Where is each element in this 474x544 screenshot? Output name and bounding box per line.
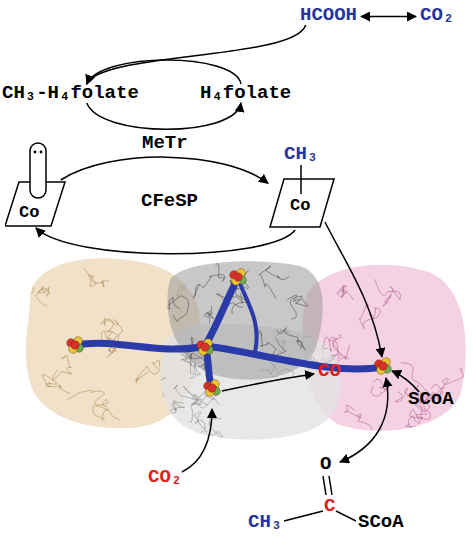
ribbon xyxy=(205,306,214,323)
ribbon xyxy=(344,405,381,434)
ribbon xyxy=(360,303,381,328)
enzyme-label: CFeSP xyxy=(141,192,198,211)
ribbon xyxy=(6,245,56,264)
electron-dot xyxy=(40,151,43,154)
ribbon xyxy=(136,360,160,383)
tunnel xyxy=(75,343,205,349)
node-text: SCoA xyxy=(358,513,404,532)
ribbon xyxy=(12,263,33,293)
co2-arrow xyxy=(182,409,212,472)
ribbon xyxy=(193,263,225,298)
node-text: CO xyxy=(318,362,341,381)
ribbon xyxy=(194,412,208,441)
orbital-lobe xyxy=(30,143,46,198)
cluster-atom xyxy=(379,362,388,371)
folate: H₄folate xyxy=(200,84,291,103)
methyl-folate: CH₃-H₄folate xyxy=(2,84,139,103)
node-text: HCOOH xyxy=(300,6,357,25)
cobalt-center: Co xyxy=(5,180,67,228)
ribbon xyxy=(431,368,463,389)
corrin-plane xyxy=(270,179,334,227)
ribbon xyxy=(406,409,423,427)
node-text: SCoA xyxy=(408,390,454,409)
corrin-plane xyxy=(5,182,65,226)
cluster-atom xyxy=(71,341,80,350)
ribbon xyxy=(138,370,166,399)
bond-line xyxy=(284,511,323,521)
bond-line xyxy=(336,511,356,521)
ribbon xyxy=(135,412,165,432)
ribbon xyxy=(259,266,289,299)
tunnel xyxy=(238,278,257,352)
ribbon-strands xyxy=(146,263,328,412)
reaction-arrow xyxy=(361,16,416,18)
cluster-atom xyxy=(234,273,243,282)
ribbon xyxy=(36,286,50,306)
electron-dot xyxy=(34,151,37,154)
co-arrow xyxy=(222,374,314,391)
ribbon xyxy=(258,331,286,356)
node-text: CO₂ xyxy=(148,468,182,487)
ribbon xyxy=(287,295,308,319)
node-text: CO₂ xyxy=(420,6,454,25)
bond-line xyxy=(329,476,332,495)
bond-line xyxy=(300,165,302,194)
node-text: O xyxy=(320,455,331,474)
reaction-arrow xyxy=(36,228,295,254)
ribbon xyxy=(127,375,161,406)
reaction-arrow xyxy=(87,60,241,84)
metal-clusters xyxy=(67,269,392,397)
carbon-dioxide: CO₂ xyxy=(148,468,182,487)
reaction-arrow xyxy=(61,157,268,183)
ribbon xyxy=(166,400,185,414)
ribbon xyxy=(67,390,108,406)
ribbon xyxy=(337,285,353,300)
gas-tunnel xyxy=(75,278,383,388)
coa-arrow xyxy=(392,371,419,392)
methyl-arrow xyxy=(325,222,382,357)
reaction-arrow xyxy=(87,25,306,84)
product-arrow xyxy=(340,378,388,462)
ribbon xyxy=(42,374,70,394)
ribbon xyxy=(167,296,189,322)
ribbon xyxy=(166,428,182,446)
node-text: CH₃ xyxy=(284,145,318,164)
acetyl-coa: O C CH₃ SCoA xyxy=(240,455,440,540)
cluster-atom xyxy=(208,384,217,393)
node-text: Co xyxy=(19,204,39,221)
cluster-atom xyxy=(201,343,210,352)
node-text: C xyxy=(324,497,335,516)
ribbon xyxy=(272,376,295,412)
methyl-cobalt: CH₃ Co xyxy=(268,145,336,230)
empty-orbital xyxy=(30,143,46,198)
bond-line xyxy=(323,476,326,495)
enzyme-label: MeTr xyxy=(142,134,188,153)
node-text: H₄folate xyxy=(200,84,291,103)
coenzyme-a: SCoA xyxy=(408,390,454,409)
node-text: Co xyxy=(290,197,310,214)
reaction-arrow xyxy=(87,103,241,129)
node-text: CH₃-H₄folate xyxy=(2,84,139,103)
carbon-monoxide: CO xyxy=(318,362,341,381)
tunnel xyxy=(205,278,238,346)
carbon-dioxide: CO₂ xyxy=(420,6,454,25)
reaction-arrows xyxy=(182,222,419,472)
node-text: CH₃ xyxy=(248,513,282,532)
formic-acid: HCOOH xyxy=(300,6,357,25)
ribbon xyxy=(83,268,108,287)
ribbon xyxy=(53,355,72,380)
ribbon xyxy=(93,406,120,421)
ribbon xyxy=(196,418,222,443)
ribbon xyxy=(375,279,401,306)
tunnel xyxy=(205,346,383,369)
protein-subunits xyxy=(6,242,466,446)
